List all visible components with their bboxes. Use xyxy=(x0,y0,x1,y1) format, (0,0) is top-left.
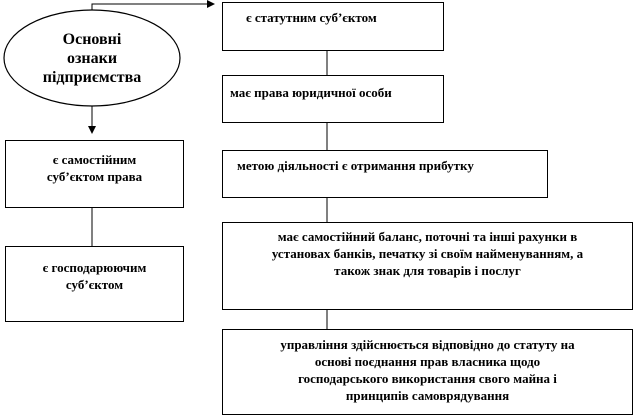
box-line: принципів самоврядування xyxy=(345,388,510,403)
box-line: є господарюючим xyxy=(42,260,147,275)
box-line: основі поєднання прав власника щодо xyxy=(314,354,541,369)
left-box-economic-subject: є господарюючим суб’єктом xyxy=(5,246,184,322)
right-box-management-charter: управління здійснюється відповідно до ст… xyxy=(222,329,633,415)
box-line: суб’єктом xyxy=(65,277,124,292)
box-line: суб’єктом права xyxy=(46,169,143,184)
main-node-line: ознаки xyxy=(66,49,118,67)
box-line: є самостійним xyxy=(52,152,137,167)
box-line: установах банків, печатку зі своїм найме… xyxy=(271,246,584,261)
main-node-line: Основні xyxy=(62,30,122,48)
box-line: господарського використання свого майна … xyxy=(298,371,557,386)
box-line: управління здійснюється відповідно до ст… xyxy=(280,337,575,352)
arrow-to-statutory-box xyxy=(91,0,215,10)
box-line: метою діяльності є отримання прибутку xyxy=(237,158,474,173)
box-line: є статутним суб’єктом xyxy=(246,10,377,25)
right-box-profit-goal: метою діяльності є отримання прибутку xyxy=(222,150,548,198)
connectors xyxy=(88,0,328,329)
box-line: також знак для товарів і послуг xyxy=(334,263,521,278)
right-box-legal-entity-rights: має права юридичної особи xyxy=(222,75,444,123)
main-node-label: Основні ознаки підприємства xyxy=(14,22,170,94)
box-line: має самостійний баланс, поточні та інші … xyxy=(277,229,578,244)
main-node-line: підприємства xyxy=(42,68,142,86)
box-line: має права юридичної особи xyxy=(230,85,392,100)
right-box-statutory-subject: є статутним суб’єктом xyxy=(222,2,444,51)
left-box-independent-subject: є самостійним суб’єктом права xyxy=(5,140,184,208)
right-box-balance-accounts: має самостійний баланс, поточні та інші … xyxy=(222,222,633,310)
